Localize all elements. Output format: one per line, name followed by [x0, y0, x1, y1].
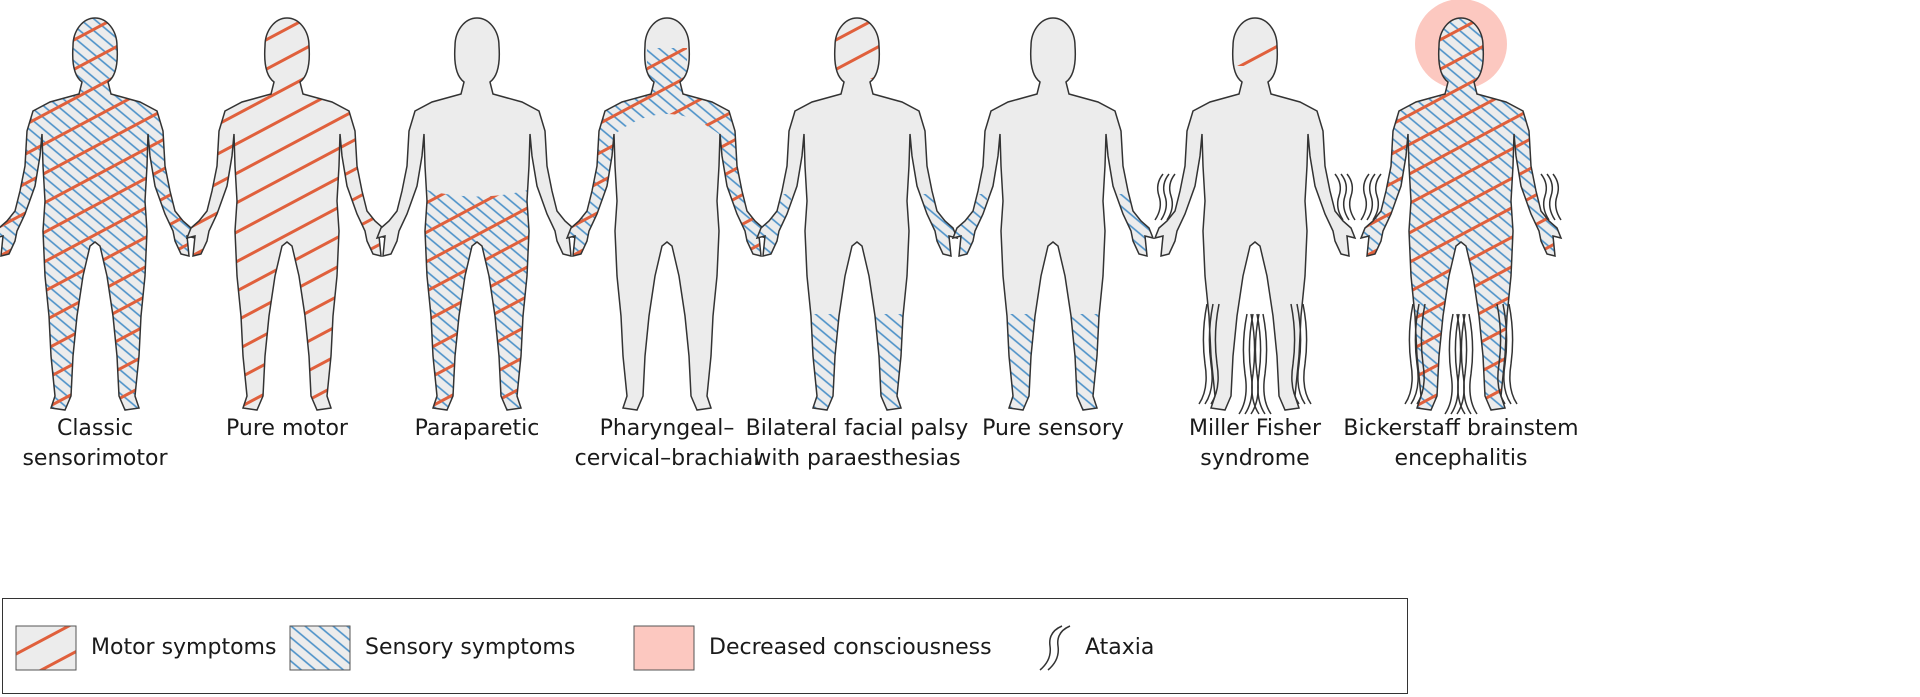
label-pure-motor: Pure motor — [226, 416, 348, 441]
figure-paraparetic — [376, 17, 578, 411]
legend-ataxia: Ataxia — [1085, 635, 1155, 660]
figure-bickerstaff — [1360, 0, 1562, 415]
legend-motor: Motor symptoms — [91, 635, 277, 660]
label-pcb: Pharyngeal–cervical–brachial — [574, 416, 760, 471]
label-pure-sensory: Pure sensory — [982, 416, 1124, 441]
legend: Motor symptoms Sensory symptoms Decrease… — [2, 598, 1408, 694]
figure-pure-motor — [186, 17, 388, 411]
figure-bilateral-facial-palsy — [756, 17, 958, 411]
label-paraparetic: Paraparetic — [414, 416, 540, 441]
legend-sensory: Sensory symptoms — [365, 635, 576, 660]
legend-swatches — [15, 625, 1071, 671]
figure-miller-fisher — [1154, 17, 1356, 415]
figure-pure-sensory — [952, 17, 1154, 411]
figure-pharyngeal-cervical-brachial — [566, 17, 768, 411]
legend-consciousness: Decreased consciousness — [709, 635, 992, 660]
figure-classic-sensorimotor — [0, 17, 196, 411]
